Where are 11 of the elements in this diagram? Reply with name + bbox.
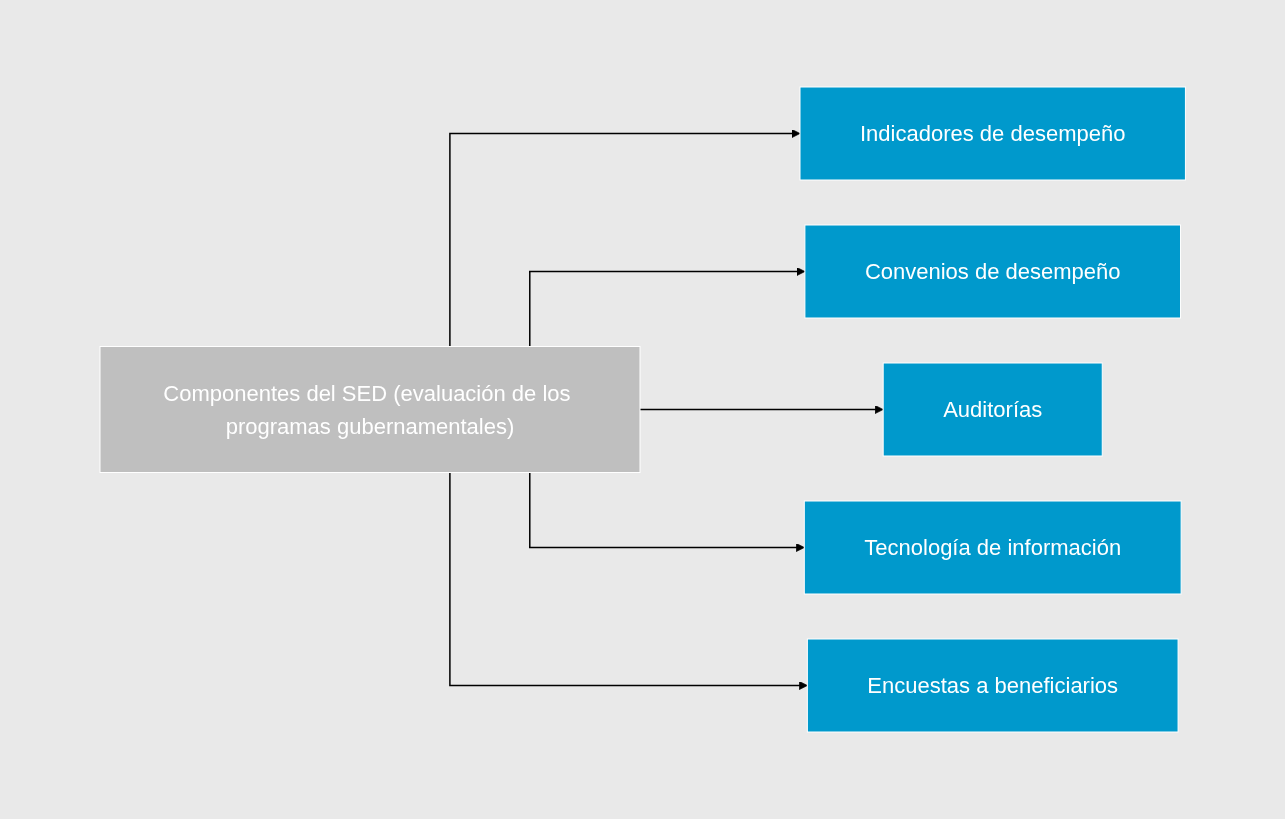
node-box: Auditorías — [882, 362, 1103, 457]
node-box: Tecnología de información — [803, 500, 1182, 595]
arrow — [528, 267, 806, 348]
node-box: Componentes del SED (evaluación de los programas gubernamentales) — [99, 346, 641, 473]
arrow — [528, 471, 805, 552]
arrow — [448, 129, 801, 348]
node-box: Convenios de desempeño — [804, 224, 1181, 319]
node-box: Indicadores de desempeño — [799, 86, 1186, 181]
arrow — [639, 405, 884, 414]
node-box: Encuestas a beneficiarios — [806, 638, 1179, 733]
arrow — [448, 471, 808, 690]
